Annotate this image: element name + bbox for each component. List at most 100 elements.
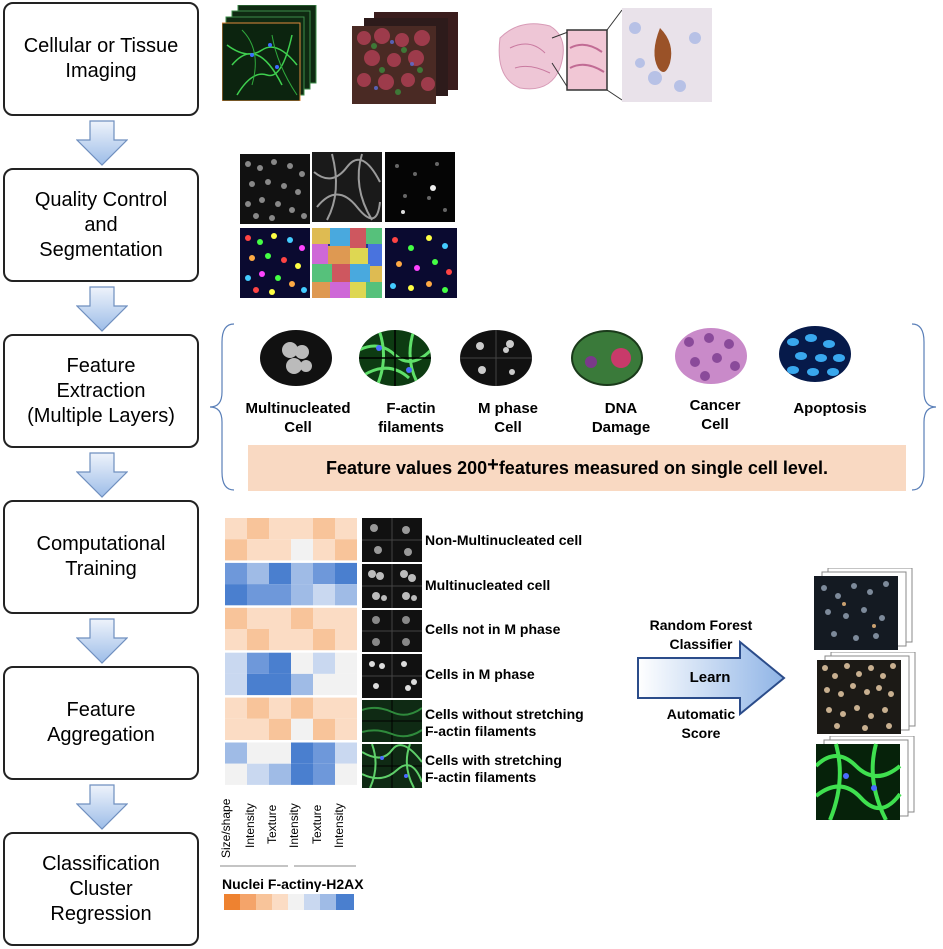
heatmap-cell — [335, 697, 357, 719]
heatmap-cell — [269, 518, 291, 540]
heatmap-cell — [247, 673, 269, 696]
segmented-cells-image — [312, 228, 382, 298]
heatmap-row-label-multinucleated: Multinucleated cell — [425, 577, 551, 593]
heatmap-cell — [313, 652, 335, 674]
heatmap-col-label: Intensity — [332, 803, 346, 848]
feature-heatmap — [225, 518, 357, 785]
heatmap-cell — [269, 742, 291, 764]
heatmap-cell — [313, 539, 335, 561]
heatmap-cell — [291, 562, 313, 585]
heatmap-col-label: Texture — [310, 804, 324, 844]
step-classification: Classification Cluster Regression — [3, 832, 199, 946]
heatmap-groups: Nuclei F-actinγ-H2AX — [222, 876, 364, 892]
heatmap-cell — [247, 607, 269, 629]
feature-banner-post: features measured on single cell level. — [498, 457, 828, 478]
heatmap-cell — [247, 629, 269, 651]
heatmap-cell — [335, 562, 357, 585]
heatmap-cell — [247, 562, 269, 585]
heatmap-cell — [291, 673, 313, 696]
heatmap-cell — [291, 697, 313, 719]
heatmap-cell — [335, 763, 357, 785]
down-arrow-icon — [76, 452, 128, 498]
feature-banner: Feature values 200+ features measured on… — [248, 445, 906, 491]
classifier-bottom-label: Automatic Score — [666, 706, 736, 741]
heatmap-col-label: Texture — [265, 804, 279, 844]
group-label-h2ax: γ-H2AX — [313, 876, 364, 892]
multinucleated-cell-image — [260, 330, 332, 386]
heatmap-cell — [247, 742, 269, 764]
down-arrow-icon — [76, 784, 128, 830]
step-computational-training: Computational Training — [3, 500, 199, 614]
fluorescence-stack-image — [222, 5, 317, 101]
output-stack-nuclei-image — [814, 568, 913, 650]
feature-label-apoptosis: Apoptosis — [793, 400, 867, 417]
heatmap-cell — [225, 673, 247, 696]
cancer-cell-image — [675, 328, 747, 384]
heatmap-cell — [335, 652, 357, 674]
heatmap-cell — [291, 652, 313, 674]
heatmap-row-label-non-multinucleated: Non-Multinucleated cell — [425, 532, 583, 548]
group-label-nuclei: Nuclei — [222, 876, 265, 892]
step-imaging: Cellular or Tissue Imaging — [3, 2, 199, 116]
heatmap-cell — [335, 584, 357, 606]
heatmap-row-label-m-phase: Cells in M phase — [425, 666, 535, 682]
heatmap-cell — [291, 518, 313, 540]
feature-label-dna-damage: DNA Damage — [591, 400, 651, 436]
heatmap-col-label: Intensity — [287, 803, 301, 848]
cell-culture-stack-image — [352, 12, 458, 104]
left-brace-icon — [209, 323, 235, 491]
heatmap-cell — [225, 607, 247, 629]
row-thumb-not-m-phase — [362, 610, 422, 652]
heatmap-cell — [225, 718, 247, 740]
heatmap-cell — [335, 518, 357, 540]
heatmap-cell — [269, 607, 291, 629]
heatmap-row-label-stretching: Cells with stretching F-actin filaments — [425, 752, 562, 785]
heatmap-cell — [225, 652, 247, 674]
classifier-top-label: Random Forest Classifier — [649, 617, 753, 652]
down-arrow-icon — [76, 618, 128, 664]
right-brace-icon — [911, 323, 937, 491]
heatmap-cell — [269, 718, 291, 740]
heatmap-cell — [225, 539, 247, 561]
row-thumb-m-phase — [362, 654, 422, 698]
grayscale-actin-image — [312, 152, 382, 222]
heatmap-group-dividers — [220, 865, 356, 867]
feature-label-f-actin: F-actin filaments — [378, 400, 444, 436]
heatmap-cell — [247, 763, 269, 785]
heatmap-cell — [313, 673, 335, 696]
heatmap-cell — [291, 742, 313, 764]
heatmap-cell — [313, 584, 335, 606]
segmented-nuclei-image — [240, 228, 310, 298]
heatmap-cell — [247, 518, 269, 540]
heatmap-cell — [335, 673, 357, 696]
heatmap-col-label: Size/shape — [219, 798, 233, 858]
row-thumb-stretching — [362, 744, 422, 788]
heatmap-cell — [247, 539, 269, 561]
heatmap-cell — [225, 562, 247, 585]
heatmap-cell — [269, 629, 291, 651]
feature-label-multinucleated: Multinucleated Cell — [245, 400, 351, 436]
down-arrow-icon — [76, 120, 128, 166]
learn-arrow-icon — [637, 640, 786, 716]
heatmap-cell — [291, 539, 313, 561]
heatmap-cell — [225, 697, 247, 719]
heatmap-cell — [313, 562, 335, 585]
heatmap-cell — [291, 607, 313, 629]
grayscale-nuclei-image — [240, 154, 310, 224]
row-thumb-no-stretching — [362, 700, 422, 742]
heatmap-cell — [313, 763, 335, 785]
heatmap-cell — [313, 518, 335, 540]
heatmap-cell — [269, 673, 291, 696]
heatmap-cell — [269, 539, 291, 561]
heatmap-cell — [335, 742, 357, 764]
heatmap-cell — [269, 584, 291, 606]
heatmap-cell — [313, 697, 335, 719]
learn-arrow-label: Learn — [689, 669, 731, 686]
tissue-histology-image — [498, 8, 712, 102]
step-feature-aggregation: Feature Aggregation — [3, 666, 199, 780]
heatmap-cell — [313, 718, 335, 740]
feature-label-m-phase: M phase Cell — [477, 400, 538, 436]
heatmap-row-label-no-stretching: Cells without stretching F-actin filamen… — [425, 706, 584, 739]
heatmap-cell — [291, 718, 313, 740]
heatmap-cell — [313, 742, 335, 764]
